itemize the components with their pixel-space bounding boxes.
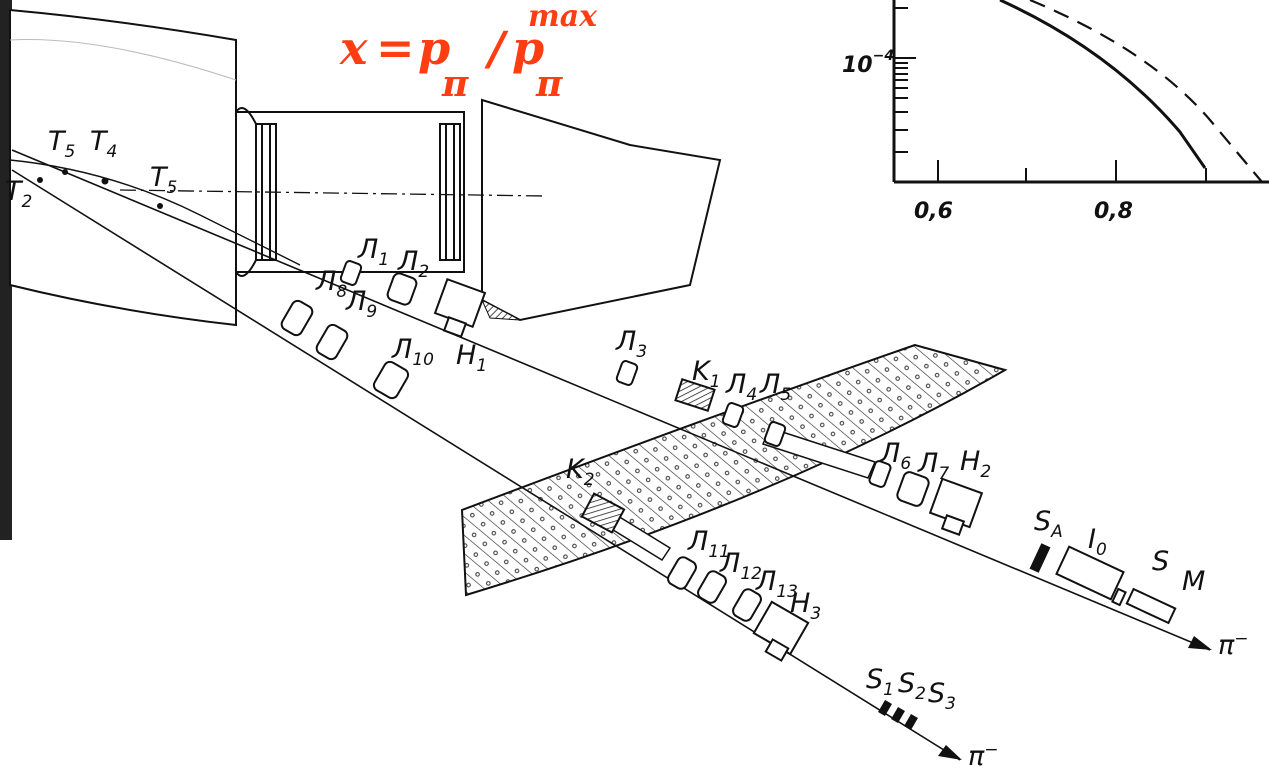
collimator-k1 xyxy=(674,378,716,412)
lens-l6 xyxy=(868,460,892,488)
lens-l4 xyxy=(721,402,745,428)
label-l10: Л10 xyxy=(391,334,434,370)
label-k2: K2 xyxy=(566,454,595,490)
lens-l8 xyxy=(280,299,314,337)
lens-l5 xyxy=(763,421,787,447)
counter-i0 xyxy=(1055,545,1125,601)
magnet-h3 xyxy=(752,600,810,662)
lens-l9 xyxy=(315,323,349,361)
label-t4: T4 xyxy=(90,126,117,162)
label-m: M xyxy=(1182,566,1205,597)
counter-m xyxy=(1125,587,1177,625)
collimator-k2 xyxy=(580,492,626,534)
label-l5: Л5 xyxy=(759,369,791,405)
accelerator-chamber xyxy=(9,8,237,327)
label-s3: S3 xyxy=(928,678,956,714)
beam-arrows xyxy=(938,636,1212,760)
lens-l3 xyxy=(615,360,639,386)
magnet-h2 xyxy=(928,477,984,536)
chamber-inner-edge xyxy=(9,39,237,81)
plot-dashed-curve xyxy=(1029,0,1263,183)
formula-equals: = xyxy=(376,21,415,75)
label-s2: S2 xyxy=(898,668,926,704)
plot-solid-curve xyxy=(999,0,1207,169)
label-beam-lower: π− xyxy=(968,740,999,769)
label-h2: H2 xyxy=(960,446,991,482)
plot-x-tick-1: 0,8 xyxy=(1094,199,1133,224)
label-s: S xyxy=(1152,546,1169,577)
label-beam-upper: π− xyxy=(1218,629,1249,661)
label-l11: Л11 xyxy=(687,526,730,562)
label-sa: SA xyxy=(1034,506,1063,542)
label-t5-b: T5 xyxy=(150,162,177,198)
label-h3: H3 xyxy=(790,588,821,624)
label-l4: Л4 xyxy=(725,369,757,405)
formula-max: max xyxy=(528,0,598,34)
counter-s1 xyxy=(878,699,892,717)
label-t5-a: T5 xyxy=(48,126,75,162)
label-t2: T2 xyxy=(5,176,32,212)
formula-x: x xyxy=(339,21,368,75)
magnet-elements xyxy=(433,277,984,662)
inset-plot: 10−4 0,6 0,8 xyxy=(842,0,1269,224)
formula-p1: p xyxy=(418,21,450,75)
collimator-elements xyxy=(580,378,716,534)
lens-l13 xyxy=(732,588,762,622)
diagram-labels: T5 T4 T5 T2 Л1 Л2 Л3 Л4 Л5 Л6 Л7 Л8 Л9 Л… xyxy=(5,126,1249,769)
counter-s2 xyxy=(891,706,905,724)
plot-x-tick-0: 0,6 xyxy=(914,199,953,224)
label-l1: Л1 xyxy=(357,234,389,270)
label-l12: Л12 xyxy=(719,548,762,584)
label-h1: H1 xyxy=(456,340,487,376)
lens-elements xyxy=(280,260,930,622)
counter-s3 xyxy=(904,713,918,731)
detector-elements xyxy=(878,543,1177,731)
label-i0: I0 xyxy=(1088,524,1107,560)
label-l2: Л2 xyxy=(397,246,429,282)
axis-line xyxy=(119,189,546,197)
label-l7: Л7 xyxy=(917,448,949,484)
label-k1: K1 xyxy=(692,356,721,392)
counter-s xyxy=(1111,587,1127,607)
formula-p2: p xyxy=(512,21,544,75)
lens-l11 xyxy=(667,556,697,590)
plot-x-ticks xyxy=(937,160,1207,182)
beam-lines xyxy=(11,149,1211,761)
lens-l12 xyxy=(697,570,727,604)
magnet-h1 xyxy=(433,277,487,338)
vessel-tip xyxy=(480,298,521,321)
label-l13: Л13 xyxy=(755,566,798,602)
lens-l2 xyxy=(386,272,418,306)
label-l9: Л9 xyxy=(345,286,377,322)
lens-l10 xyxy=(372,360,410,400)
counter-sa xyxy=(1029,543,1051,573)
label-s1: S1 xyxy=(866,664,894,700)
lens-l7 xyxy=(896,471,930,507)
label-l8: Л8 xyxy=(315,266,347,302)
label-l6: Л6 xyxy=(879,438,911,474)
lens-l1 xyxy=(339,260,363,286)
target-points xyxy=(37,169,163,209)
formula: x = p π / p π max xyxy=(339,0,598,105)
formula-pi1: π xyxy=(441,63,469,105)
target-vessel xyxy=(481,98,722,322)
label-l3: Л3 xyxy=(615,326,647,362)
orbit-curve xyxy=(9,159,301,266)
plot-y-tick-label: 10−4 xyxy=(842,48,894,78)
plot-y-ticks xyxy=(894,7,916,153)
formula-slash: / xyxy=(484,21,509,75)
formula-pi2: π xyxy=(535,63,563,105)
